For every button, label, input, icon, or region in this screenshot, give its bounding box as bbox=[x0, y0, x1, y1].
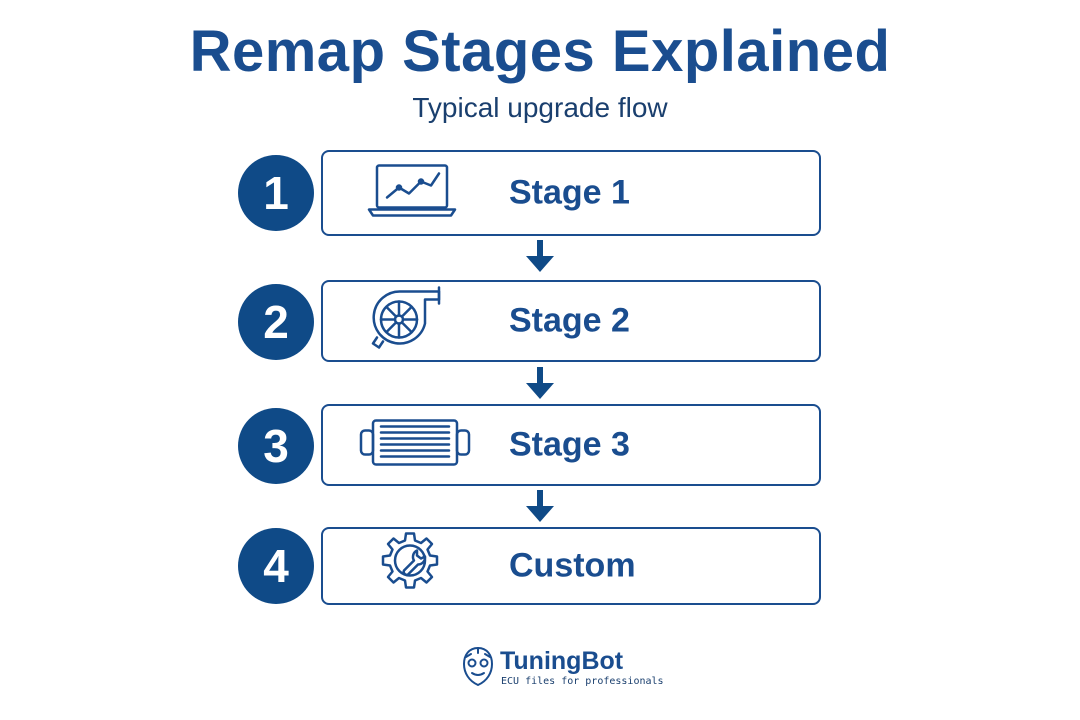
step-box-stage-3: Stage 3 bbox=[321, 404, 821, 486]
laptop-chart-icon bbox=[367, 162, 459, 225]
intercooler-icon bbox=[359, 417, 471, 474]
step-box-custom: Custom bbox=[321, 527, 821, 605]
down-arrow-icon bbox=[526, 490, 554, 522]
brand-logo: TuningBot ECU files for professionals bbox=[461, 645, 664, 694]
down-arrow-icon bbox=[526, 367, 554, 399]
step-box-stage-1: Stage 1 bbox=[321, 150, 821, 236]
gear-wrench-icon bbox=[367, 531, 443, 602]
step-number-1: 1 bbox=[238, 155, 314, 231]
step-label: Stage 3 bbox=[509, 425, 630, 464]
step-number-3: 3 bbox=[238, 408, 314, 484]
step-number-4: 4 bbox=[238, 528, 314, 604]
page-subtitle: Typical upgrade flow bbox=[412, 92, 668, 123]
step-number-2: 2 bbox=[238, 284, 314, 360]
brand-name: TuningBot bbox=[500, 647, 624, 675]
step-box-stage-2: Stage 2 bbox=[321, 280, 821, 362]
page-title: Remap Stages Explained bbox=[189, 19, 891, 84]
step-label: Stage 1 bbox=[509, 173, 630, 212]
brand-tagline: ECU files for professionals bbox=[501, 676, 664, 687]
robot-face-icon bbox=[461, 645, 495, 694]
step-label: Custom bbox=[509, 546, 636, 585]
down-arrow-icon bbox=[526, 240, 554, 272]
turbocharger-icon bbox=[367, 286, 453, 357]
step-label: Stage 2 bbox=[509, 301, 630, 340]
